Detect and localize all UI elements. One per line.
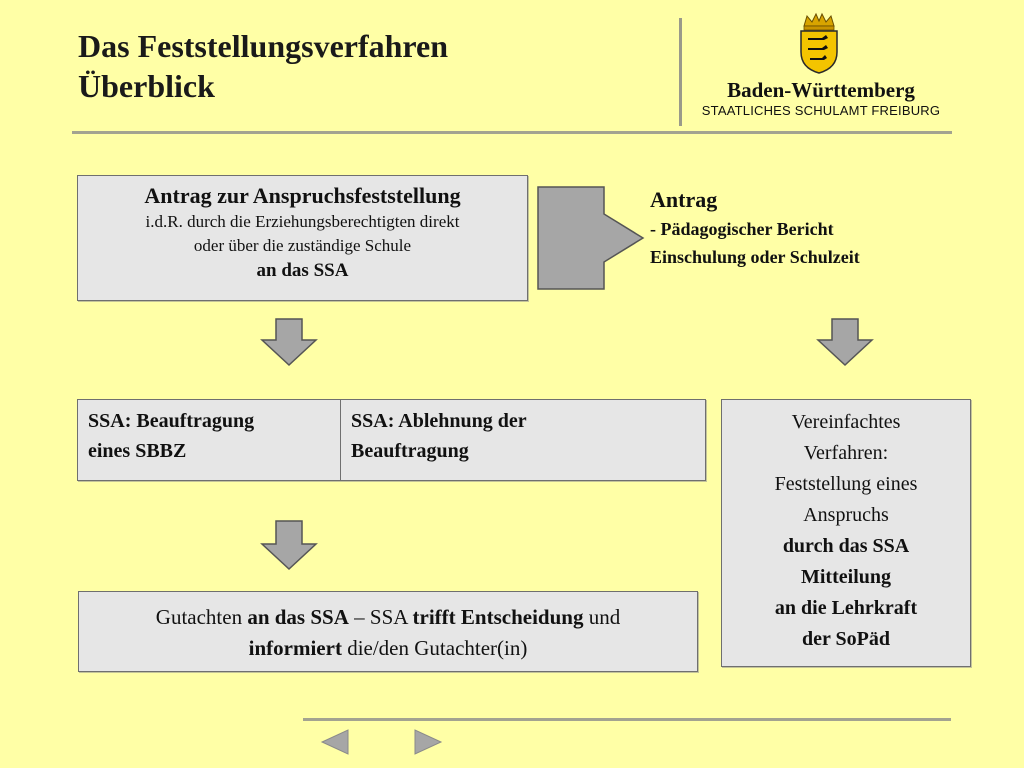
simplified-line-8: der SoPäd bbox=[802, 628, 890, 650]
report-text: – SSA bbox=[348, 605, 413, 629]
simplified-line-5: durch das SSA bbox=[782, 535, 910, 557]
simplified-line-3: Feststellung eines bbox=[774, 473, 918, 495]
rejection-cell: SSA: Ablehnung der Beauftragung bbox=[341, 400, 705, 480]
report-text-bold: an das SSA bbox=[247, 605, 349, 629]
footer-rule bbox=[303, 718, 951, 721]
simplified-line-7: an die Lehrkraft bbox=[774, 597, 918, 619]
simplified-line-2: Verfahren: bbox=[803, 442, 889, 464]
application-line-2: oder über die zuständige Schule bbox=[193, 236, 412, 255]
brand-subtitle: STAATLICHES SCHULAMT FREIBURG bbox=[701, 103, 941, 118]
decision-box: SSA: Beauftragung eines SBBZ SSA: Ablehn… bbox=[77, 399, 706, 481]
application-box: Antrag zur Anspruchsfeststellung i.d.R. … bbox=[77, 175, 528, 301]
triangle-right-icon[interactable] bbox=[414, 729, 443, 755]
simplified-line-1: Vereinfachtes bbox=[791, 411, 901, 433]
header-divider bbox=[679, 18, 682, 126]
header-rule bbox=[72, 131, 952, 134]
expert-report-line-2: informiert die/den Gutachter(in) bbox=[79, 633, 697, 664]
application-line-3: an das SSA bbox=[256, 260, 349, 281]
report-text-bold: informiert bbox=[248, 636, 342, 660]
simplified-line-4: Anspruchs bbox=[803, 504, 889, 526]
side-note-line-1: - Pädagogischer Bericht bbox=[650, 219, 834, 239]
title-line-1: Das Feststellungsverfahren bbox=[78, 28, 449, 64]
report-text-bold: trifft Entscheidung bbox=[412, 605, 584, 629]
page-title: Das Feststellungsverfahren Überblick bbox=[78, 26, 638, 106]
simplified-line-6: Mitteilung bbox=[801, 566, 891, 588]
expert-report-line-1: Gutachten an das SSA – SSA trifft Entsch… bbox=[79, 602, 697, 633]
down-arrow-icon bbox=[816, 318, 874, 367]
report-text: Gutachten bbox=[155, 605, 248, 629]
rejection-line-1: SSA: Ablehnung der bbox=[351, 410, 527, 432]
side-note-line-2: Einschulung oder Schulzeit bbox=[650, 247, 860, 267]
coat-of-arms-icon bbox=[800, 12, 838, 74]
assignment-cell: SSA: Beauftragung eines SBBZ bbox=[78, 400, 341, 480]
down-arrow-icon bbox=[260, 318, 318, 367]
application-side-note: Antrag - Pädagogischer Bericht Einschulu… bbox=[650, 185, 970, 271]
expert-report-box: Gutachten an das SSA – SSA trifft Entsch… bbox=[78, 591, 698, 672]
down-arrow-icon bbox=[260, 520, 318, 571]
application-heading: Antrag zur Anspruchsfeststellung bbox=[144, 183, 461, 208]
side-note-heading: Antrag bbox=[650, 187, 718, 212]
application-line-1: i.d.R. durch die Erziehungsberechtigten … bbox=[145, 212, 460, 231]
report-text: und bbox=[583, 605, 621, 629]
triangle-left-icon[interactable] bbox=[320, 729, 349, 755]
report-text: die/den Gutachter(in) bbox=[341, 636, 528, 660]
assignment-line-1: SSA: Beauftragung bbox=[88, 410, 255, 432]
rejection-line-2: Beauftragung bbox=[351, 440, 469, 462]
simplified-procedure-box: Vereinfachtes Verfahren: Feststellung ei… bbox=[721, 399, 971, 667]
brand-name: Baden-Württemberg bbox=[727, 78, 915, 102]
assignment-line-2: eines SBBZ bbox=[88, 440, 187, 462]
title-line-2: Überblick bbox=[78, 68, 215, 104]
right-arrow-icon bbox=[537, 186, 645, 290]
